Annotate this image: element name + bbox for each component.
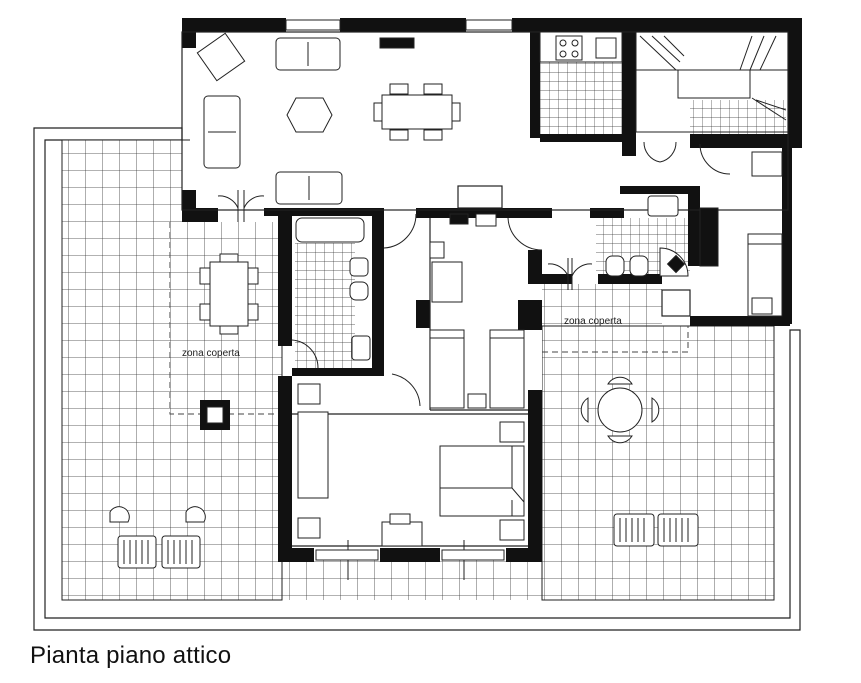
nightstand-icon xyxy=(751,297,773,315)
armchair-icon xyxy=(196,32,246,82)
bed-icon xyxy=(489,329,525,409)
covered-zone-outlines xyxy=(169,222,689,415)
toilet-icon xyxy=(349,281,369,301)
plan-caption: Pianta piano attico xyxy=(30,642,232,669)
sink-icon xyxy=(595,37,617,59)
coffee-table-icon xyxy=(286,97,333,133)
bathroom-1 xyxy=(295,217,371,361)
fireplace-icon xyxy=(206,406,224,424)
wardrobe-icon xyxy=(699,207,719,267)
desk-icon xyxy=(381,521,423,547)
desk-icon xyxy=(431,261,463,303)
terrace-furniture xyxy=(109,253,699,569)
bathroom-tiles xyxy=(295,62,786,371)
stairs-icon xyxy=(635,31,789,133)
armchair-icon xyxy=(297,411,329,499)
bidet-icon xyxy=(629,255,649,277)
table-icon xyxy=(209,261,249,327)
doors xyxy=(217,141,731,580)
radiator-icon xyxy=(379,37,415,49)
kitchen xyxy=(539,31,623,63)
covered-zone-label-left: zona coperta xyxy=(182,348,240,359)
sink-icon xyxy=(351,335,371,361)
round-table-icon xyxy=(597,387,643,433)
bathtub-icon xyxy=(295,217,365,243)
bedroom-twin xyxy=(429,213,525,409)
sink-icon xyxy=(647,195,679,217)
lounger-icon xyxy=(109,506,206,569)
toilet-icon xyxy=(605,255,625,277)
living-furniture xyxy=(196,32,461,205)
bedroom-master xyxy=(297,383,525,547)
bedroom-right xyxy=(699,151,783,317)
stove-icon xyxy=(555,35,583,61)
windows xyxy=(285,19,513,561)
lounger-icon xyxy=(613,513,699,547)
walls xyxy=(182,18,802,562)
covered-zone-label-right: zona coperta xyxy=(564,316,622,327)
bathroom-2 xyxy=(605,195,689,277)
nightstand-icon xyxy=(751,151,783,177)
bed-icon xyxy=(439,445,525,517)
bed-icon xyxy=(429,329,465,409)
dining-table-icon xyxy=(381,94,453,130)
bidet-icon xyxy=(349,257,369,277)
